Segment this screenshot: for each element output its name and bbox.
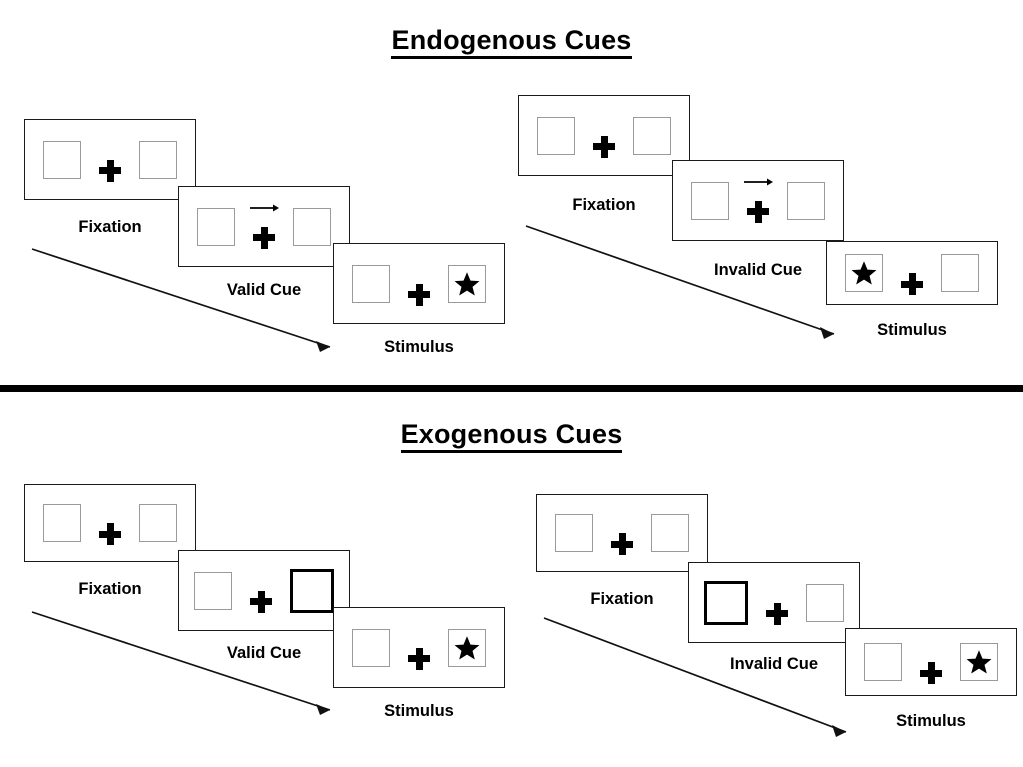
left-placeholder-box bbox=[352, 264, 390, 303]
endogenous-valid-cue-frame bbox=[178, 186, 350, 267]
endogenous-invalid-fixation-label: Fixation bbox=[572, 196, 636, 214]
star-target-icon bbox=[454, 271, 480, 295]
exogenous-invalid-stimulus-label: Stimulus bbox=[896, 712, 966, 730]
fixation-cross-icon bbox=[593, 135, 615, 158]
fixation-center bbox=[611, 511, 633, 555]
fixation-center bbox=[408, 262, 430, 306]
star-target-icon bbox=[454, 635, 480, 659]
arrow-right-icon bbox=[744, 178, 773, 185]
fixation-center bbox=[920, 640, 942, 684]
left-placeholder-box bbox=[352, 628, 390, 667]
fixation-center bbox=[408, 626, 430, 670]
endogenous-title-text: Endogenous Cues bbox=[391, 25, 632, 59]
cue-center bbox=[744, 178, 773, 223]
fixation-center bbox=[99, 501, 121, 545]
fixation-cross-icon bbox=[99, 159, 121, 182]
star-target-icon bbox=[966, 650, 992, 674]
left-placeholder-box-with-target bbox=[845, 254, 883, 292]
endogenous-valid-fixation-frame bbox=[24, 119, 196, 200]
fixation-center bbox=[250, 569, 272, 613]
endogenous-invalid-cue-label: Invalid Cue bbox=[713, 261, 803, 279]
exogenous-title-text: Exogenous Cues bbox=[400, 419, 623, 453]
fixation-cross-icon bbox=[766, 602, 788, 625]
endogenous-valid-stimulus-label: Stimulus bbox=[384, 338, 454, 356]
exogenous-valid-cue-label: Valid Cue bbox=[226, 644, 302, 662]
right-placeholder-box bbox=[806, 583, 844, 622]
exogenous-invalid-stimulus-frame bbox=[845, 628, 1017, 696]
exogenous-invalid-cue-label: Invalid Cue bbox=[729, 655, 819, 673]
fixation-cross-icon bbox=[901, 273, 923, 295]
arrow-right-icon bbox=[250, 204, 279, 211]
endogenous-valid-stimulus-frame bbox=[333, 243, 505, 324]
endogenous-invalid-cue-frame bbox=[672, 160, 844, 241]
right-placeholder-box bbox=[787, 181, 825, 220]
left-placeholder-box bbox=[691, 181, 729, 220]
section-divider bbox=[0, 385, 1023, 392]
right-placeholder-box bbox=[139, 504, 177, 542]
exogenous-valid-time-arrow bbox=[31, 611, 331, 715]
endogenous-valid-cue-label: Valid Cue bbox=[226, 281, 302, 299]
left-placeholder-box bbox=[555, 514, 593, 552]
right-placeholder-box-cued bbox=[290, 568, 334, 613]
exogenous-valid-fixation-label: Fixation bbox=[78, 580, 142, 598]
endogenous-invalid-stimulus-label: Stimulus bbox=[877, 321, 947, 339]
fixation-cross-icon bbox=[611, 533, 633, 555]
endogenous-valid-fixation-label: Fixation bbox=[78, 218, 142, 236]
right-placeholder-box bbox=[633, 116, 671, 155]
exogenous-valid-stimulus-frame bbox=[333, 607, 505, 688]
fixation-center bbox=[593, 114, 615, 158]
right-placeholder-box bbox=[651, 514, 689, 552]
fixation-cross-icon bbox=[408, 647, 430, 670]
exogenous-valid-cue-frame bbox=[178, 550, 350, 631]
fixation-cross-icon bbox=[408, 283, 430, 306]
fixation-cross-icon bbox=[253, 226, 275, 249]
endogenous-valid-time-arrow bbox=[31, 248, 331, 352]
exogenous-invalid-fixation-label: Fixation bbox=[590, 590, 654, 608]
exogenous-invalid-cue-frame bbox=[688, 562, 860, 643]
left-placeholder-box bbox=[537, 116, 575, 155]
right-placeholder-box-with-target bbox=[960, 643, 998, 681]
left-placeholder-box bbox=[43, 140, 81, 179]
right-placeholder-box-with-target bbox=[448, 264, 486, 303]
star-target-icon bbox=[851, 261, 877, 285]
fixation-cross-icon bbox=[747, 200, 769, 223]
cue-center bbox=[250, 204, 279, 249]
fixation-center bbox=[766, 581, 788, 625]
left-placeholder-box bbox=[864, 643, 902, 681]
exogenous-invalid-fixation-frame bbox=[536, 494, 708, 572]
right-placeholder-box bbox=[293, 207, 331, 246]
endogenous-section-title: Endogenous Cues bbox=[0, 25, 1023, 59]
fixation-center bbox=[901, 251, 923, 295]
endogenous-invalid-stimulus-frame bbox=[826, 241, 998, 305]
left-placeholder-box-cued bbox=[704, 580, 748, 625]
exogenous-invalid-time-arrow bbox=[543, 617, 847, 737]
fixation-cross-icon bbox=[920, 662, 942, 684]
fixation-cross-icon bbox=[99, 523, 121, 545]
right-placeholder-box bbox=[139, 140, 177, 179]
exogenous-section-title: Exogenous Cues bbox=[0, 419, 1023, 453]
right-placeholder-box bbox=[941, 254, 979, 292]
fixation-cross-icon bbox=[250, 590, 272, 613]
fixation-center bbox=[99, 138, 121, 182]
left-placeholder-box bbox=[197, 207, 235, 246]
endogenous-invalid-time-arrow bbox=[525, 225, 835, 339]
left-placeholder-box bbox=[194, 571, 232, 610]
left-placeholder-box bbox=[43, 504, 81, 542]
exogenous-valid-stimulus-label: Stimulus bbox=[384, 702, 454, 720]
exogenous-valid-fixation-frame bbox=[24, 484, 196, 562]
right-placeholder-box-with-target bbox=[448, 628, 486, 667]
endogenous-invalid-fixation-frame bbox=[518, 95, 690, 176]
